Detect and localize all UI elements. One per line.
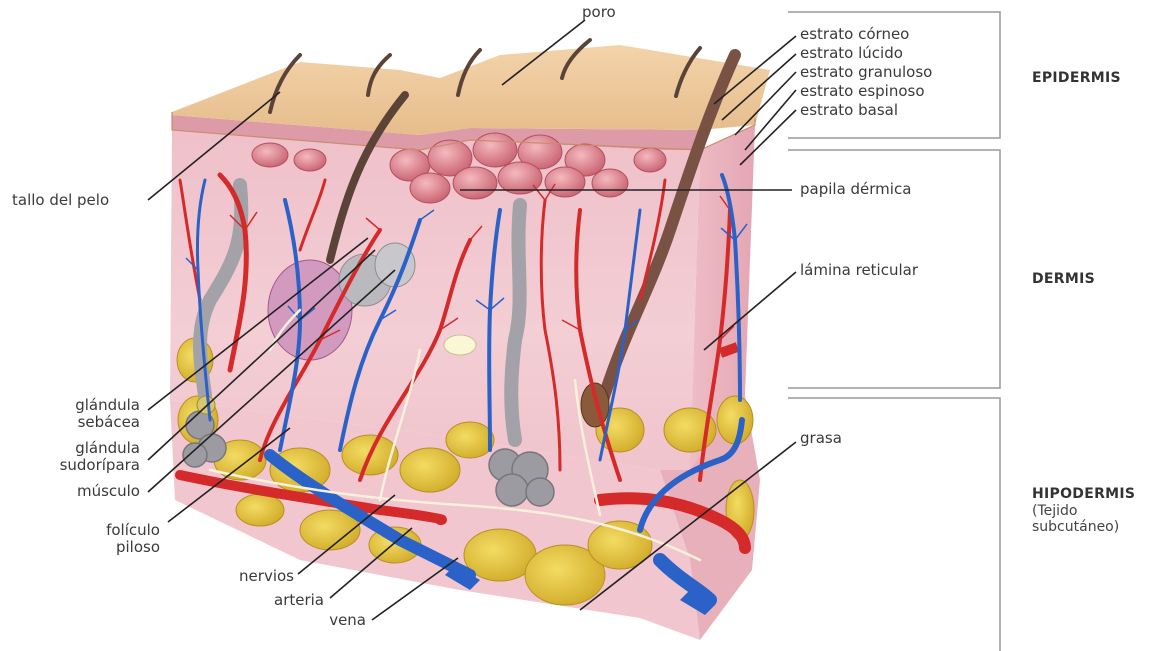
label-glandula-sudoripara-line1: glándula	[20, 440, 140, 457]
label-glandula-sudoripara: glándula sudorípara	[20, 440, 140, 474]
label-estrato-granuloso: estrato granuloso	[800, 64, 932, 81]
label-vena: vena	[262, 612, 366, 629]
label-estrato-basal: estrato basal	[800, 102, 898, 119]
label-lamina-reticular: lámina reticular	[800, 262, 918, 279]
section-hipodermis-sub: (Tejido subcutáneo)	[1032, 503, 1119, 535]
label-foliculo-piloso: folículo piloso	[40, 522, 160, 556]
section-hipodermis-sub-line1: (Tejido	[1032, 503, 1119, 519]
label-grasa: grasa	[800, 430, 842, 447]
section-epidermis: EPIDERMIS	[1032, 70, 1121, 86]
label-tallo-del-pelo: tallo del pelo	[12, 192, 109, 209]
label-arteria: arteria	[220, 592, 324, 609]
label-papila-dermica: papila dérmica	[800, 181, 911, 198]
label-poro: poro	[582, 4, 616, 21]
label-glandula-sebacea: glándula sebácea	[30, 397, 140, 431]
section-hipodermis: HIPODERMIS	[1032, 486, 1135, 502]
label-glandula-sebacea-line1: glándula	[30, 397, 140, 414]
label-estrato-lucido: estrato lúcido	[800, 45, 903, 62]
label-estrato-corneo: estrato córneo	[800, 26, 909, 43]
section-hipodermis-sub-line2: subcutáneo)	[1032, 519, 1119, 535]
label-musculo: músculo	[30, 483, 140, 500]
label-estrato-espinoso: estrato espinoso	[800, 83, 925, 100]
label-foliculo-piloso-line1: folículo	[40, 522, 160, 539]
section-dermis: DERMIS	[1032, 271, 1095, 287]
label-glandula-sebacea-line2: sebácea	[30, 414, 140, 431]
label-foliculo-piloso-line2: piloso	[40, 539, 160, 556]
label-nervios: nervios	[190, 568, 294, 585]
label-glandula-sudoripara-line2: sudorípara	[20, 457, 140, 474]
